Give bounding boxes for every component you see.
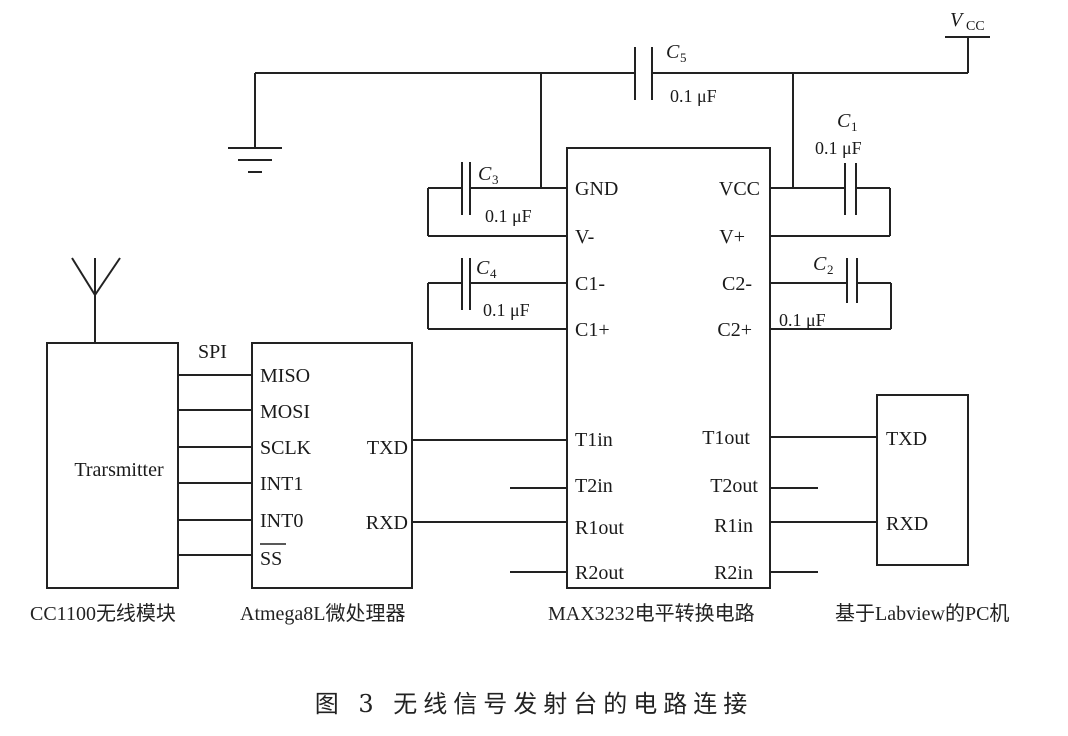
transmitter-module: Trarsmitter SPI bbox=[46, 341, 227, 589]
c1-value: 0.1 μF bbox=[815, 138, 862, 158]
transmitter-label: Trarsmitter bbox=[74, 459, 164, 481]
pin-r2in: R2in bbox=[714, 562, 753, 584]
pc-caption: 基于Labview的PC机 bbox=[835, 602, 1009, 625]
pin-r1in: R1in bbox=[714, 515, 753, 537]
pin-int1: INT1 bbox=[260, 473, 303, 495]
pin-c1-minus: C1- bbox=[575, 273, 605, 295]
vcc-subscript: CC bbox=[966, 19, 985, 34]
pin-v-plus: V+ bbox=[719, 226, 745, 248]
c5-subscript: 5 bbox=[680, 50, 687, 65]
pin-rxd: RXD bbox=[366, 512, 408, 534]
pin-v-minus: V- bbox=[575, 226, 594, 248]
vcc-terminal: V CC bbox=[945, 9, 990, 73]
c4-label: C bbox=[476, 257, 490, 279]
pin-c2-minus: C2- bbox=[722, 273, 752, 295]
mcu-caption: Atmega8L微处理器 bbox=[240, 602, 406, 625]
pin-txd: TXD bbox=[367, 437, 408, 459]
mcu-chip: MISO MOSI SCLK INT1 INT0 SS TXD RXD bbox=[251, 342, 413, 589]
vcc-label: V bbox=[950, 9, 965, 31]
c5-value: 0.1 μF bbox=[670, 86, 717, 106]
spi-label: SPI bbox=[198, 341, 227, 363]
figure-title: 图 3 无线信号发射台的电路连接 bbox=[315, 690, 754, 718]
c5-label: C bbox=[666, 41, 680, 63]
capacitor-c2: C 2 0.1 μF bbox=[770, 253, 892, 330]
pin-r1out: R1out bbox=[575, 517, 624, 539]
c2-label: C bbox=[813, 253, 827, 275]
antenna-icon bbox=[71, 257, 121, 343]
ground-symbol bbox=[228, 73, 282, 173]
c3-value: 0.1 μF bbox=[485, 206, 532, 226]
c1-subscript: 1 bbox=[851, 119, 858, 134]
pin-t2in: T2in bbox=[575, 475, 613, 497]
c4-value: 0.1 μF bbox=[483, 300, 530, 320]
pc-txd: TXD bbox=[886, 428, 927, 450]
pin-r2out: R2out bbox=[575, 562, 624, 584]
pin-miso: MISO bbox=[260, 365, 310, 387]
pin-sclk: SCLK bbox=[260, 437, 312, 459]
pin-t1out: T1out bbox=[702, 427, 750, 449]
pin-int0: INT0 bbox=[260, 510, 303, 532]
pin-t1in: T1in bbox=[575, 429, 613, 451]
c2-value: 0.1 μF bbox=[779, 310, 826, 330]
pin-ss: SS bbox=[260, 548, 282, 570]
capacitor-c5: C 5 0.1 μF bbox=[255, 41, 968, 106]
spi-wires bbox=[178, 374, 252, 556]
pin-c2-plus: C2+ bbox=[717, 319, 752, 341]
pc-box: TXD RXD bbox=[876, 394, 969, 566]
transmitter-caption: CC1100无线模块 bbox=[30, 602, 176, 625]
capacitor-c3: C 3 0.1 μF bbox=[427, 162, 567, 237]
pin-c1-plus: C1+ bbox=[575, 319, 610, 341]
pin-mosi: MOSI bbox=[260, 401, 310, 423]
c3-subscript: 3 bbox=[492, 172, 499, 187]
c2-subscript: 2 bbox=[827, 262, 834, 277]
pin-gnd: GND bbox=[575, 178, 618, 200]
pc-rxd: RXD bbox=[886, 513, 928, 535]
capacitor-c1: C 1 0.1 μF bbox=[770, 110, 891, 237]
pin-t2out: T2out bbox=[710, 475, 758, 497]
signal-wires bbox=[412, 436, 877, 573]
pin-vcc: VCC bbox=[719, 178, 760, 200]
c1-label: C bbox=[837, 110, 851, 132]
max3232-caption: MAX3232电平转换电路 bbox=[548, 602, 755, 625]
capacitor-c4: C 4 0.1 μF bbox=[427, 257, 567, 330]
c3-label: C bbox=[478, 163, 492, 185]
c4-subscript: 4 bbox=[490, 266, 497, 281]
max3232-chip: GND V- C1- C1+ T1in T2in R1out R2out VCC… bbox=[566, 147, 771, 589]
